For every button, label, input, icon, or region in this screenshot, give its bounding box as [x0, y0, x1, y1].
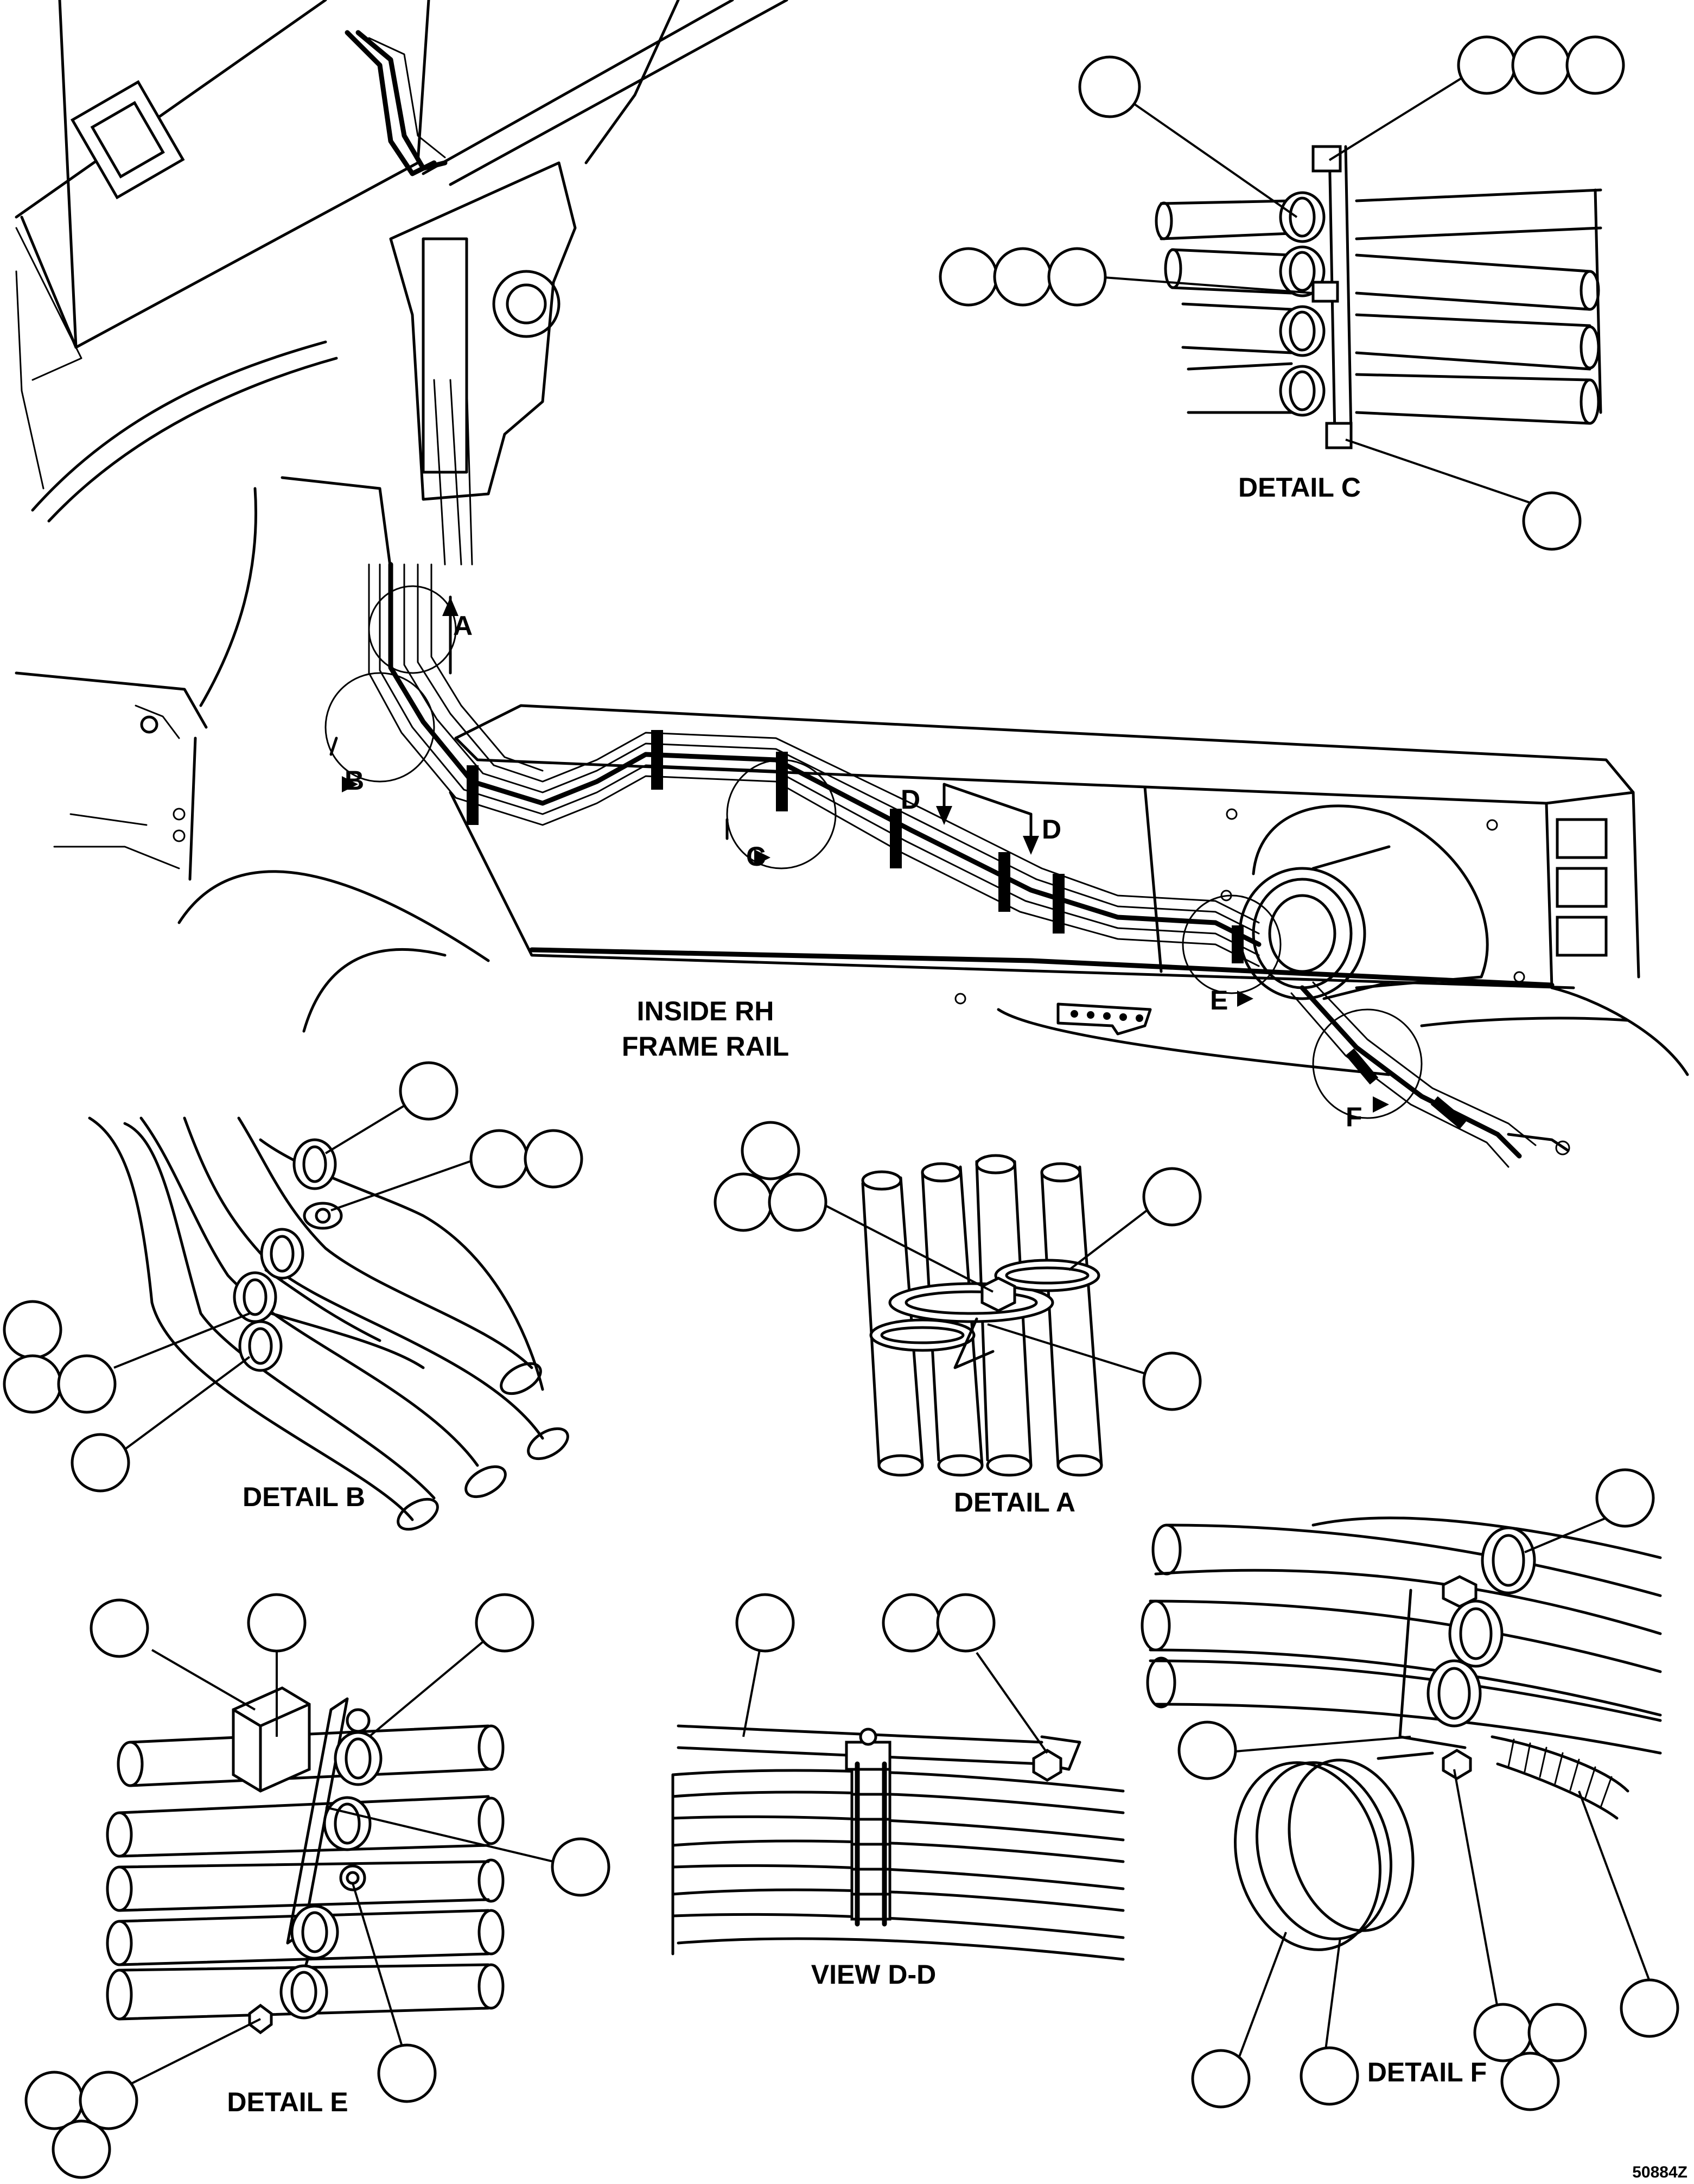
detail-f: DETAIL F — [1141, 1468, 1679, 2111]
detail-e-hoses — [106, 1686, 505, 2035]
index-bubble — [24, 2071, 84, 2130]
index-bubble — [1300, 2046, 1359, 2106]
index-bubble — [71, 1433, 130, 1493]
index-bubble — [1522, 491, 1582, 551]
index-bubble — [1527, 2003, 1587, 2062]
cab-body-outline — [15, 0, 788, 523]
index-bubble — [52, 2119, 111, 2179]
index-bubble — [1473, 2003, 1533, 2062]
frame-rail — [449, 704, 1689, 1076]
fender-outline — [15, 476, 490, 1033]
index-bubble — [524, 1129, 583, 1189]
index-bubble — [741, 1121, 800, 1180]
tank-port — [1238, 804, 1489, 1000]
view-d-d-hoses — [671, 1724, 1125, 1961]
index-bubble — [1500, 2052, 1560, 2111]
callout-a: A — [453, 611, 473, 641]
callout-e: E — [1210, 985, 1228, 1015]
index-bubble — [57, 1354, 117, 1414]
detail-c-index-bubbles — [939, 35, 1625, 551]
index-bubble — [1191, 2049, 1251, 2109]
detail-f-hoses — [1141, 1516, 1662, 1951]
index-bubble — [377, 2043, 437, 2103]
locator-circle-e — [1182, 894, 1282, 994]
index-bubble — [1078, 55, 1141, 118]
hose-harness — [368, 379, 1570, 1168]
main-view-frame-rail: A B C D D E F INSIDE RH FRAME RAIL — [15, 0, 1689, 1168]
index-bubble — [1595, 1468, 1655, 1528]
index-bubble — [90, 1598, 149, 1658]
detail-e: DETAIL E — [24, 1593, 610, 2179]
index-bubble — [714, 1172, 773, 1232]
detail-b-caption: DETAIL B — [243, 1482, 365, 1512]
callout-d-right: D — [1042, 814, 1061, 845]
detail-a-caption: DETAIL A — [954, 1487, 1075, 1518]
index-bubble — [1177, 1720, 1237, 1780]
detail-a: DETAIL A — [714, 1121, 1202, 1518]
index-bubble — [1047, 247, 1107, 307]
index-bubble — [939, 247, 998, 307]
index-bubble — [735, 1593, 795, 1653]
callout-f: F — [1346, 1102, 1362, 1132]
view-d-d-index-bubbles — [735, 1593, 1048, 1754]
index-bubble — [3, 1354, 62, 1414]
index-bubble — [1511, 35, 1571, 95]
locator-circle-f — [1312, 1008, 1423, 1119]
detail-locators — [324, 585, 1423, 1119]
index-bubble — [936, 1593, 996, 1653]
view-d-d-caption: VIEW D-D — [811, 1959, 937, 1990]
index-bubble — [1457, 35, 1517, 95]
index-bubble — [79, 2071, 138, 2130]
index-bubble — [475, 1593, 534, 1653]
detail-b-index-bubbles — [3, 1061, 583, 1493]
index-bubble — [247, 1593, 307, 1653]
locator-circle-c — [726, 759, 837, 869]
detail-c-caption: DETAIL C — [1238, 472, 1361, 503]
index-bubble — [1142, 1167, 1202, 1227]
index-bubble — [1620, 1978, 1679, 2038]
main-caption-line1: INSIDE RH — [637, 996, 774, 1026]
detail-f-caption: DETAIL F — [1367, 2057, 1487, 2087]
figure-number: 50884Z — [1632, 2163, 1687, 2181]
detail-c-hoses — [1155, 145, 1602, 449]
detail-b-hoses — [88, 1116, 569, 1531]
index-bubble — [993, 247, 1053, 307]
index-bubble — [882, 1593, 941, 1653]
locator-circle-a — [368, 585, 457, 674]
index-bubble — [3, 1300, 62, 1360]
callout-b: B — [345, 765, 364, 796]
main-caption-line2: FRAME RAIL — [622, 1031, 789, 1062]
index-bubble — [551, 1837, 610, 1897]
view-d-d: VIEW D-D — [671, 1593, 1125, 1990]
index-bubble — [1142, 1351, 1202, 1411]
detail-b: DETAIL B — [3, 1061, 583, 1531]
locator-circle-b — [324, 672, 435, 783]
callout-c: C — [746, 841, 766, 872]
detail-e-caption: DETAIL E — [227, 2087, 348, 2117]
detail-f-index-bubbles — [1177, 1468, 1679, 2111]
index-bubble — [768, 1172, 827, 1232]
detail-a-index-bubbles — [714, 1121, 1202, 1411]
detail-e-index-bubbles — [24, 1593, 610, 2179]
index-bubble — [399, 1061, 458, 1121]
detail-a-hoses — [861, 1154, 1103, 1477]
detail-c: DETAIL C — [939, 35, 1625, 551]
index-bubble — [1565, 35, 1625, 95]
index-bubble — [469, 1129, 529, 1189]
callout-d-left: D — [901, 784, 920, 815]
